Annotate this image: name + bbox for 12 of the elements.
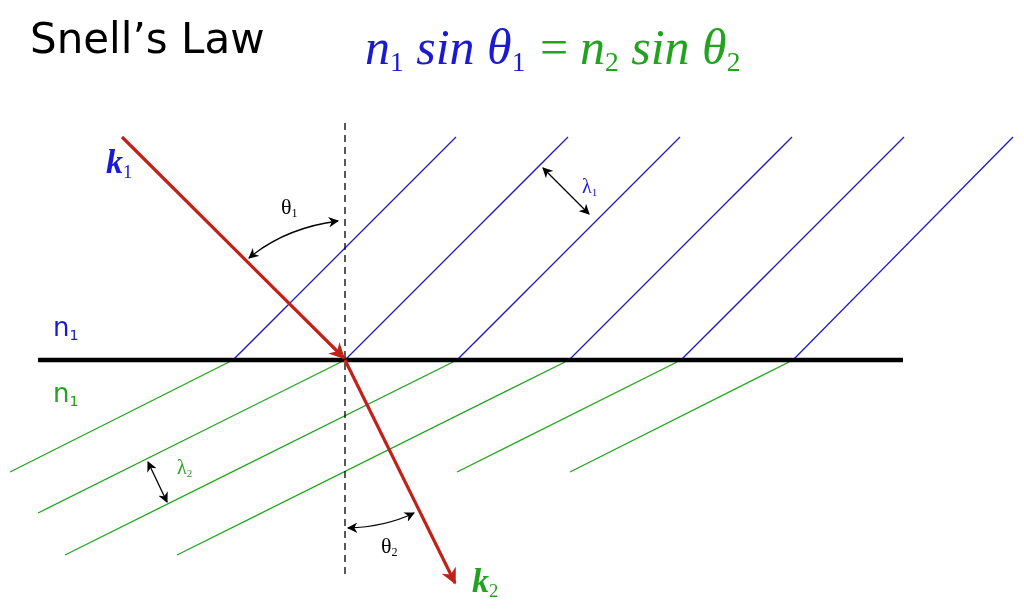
angle-label: θ$_{2}$ [381, 535, 398, 559]
equation-term: n$_{1}$ sin θ$_{1}$ [365, 22, 526, 76]
angle-label: θ$_{1}$ [281, 196, 298, 220]
title: Snell’s Law [30, 14, 265, 63]
equation-term: n$_{2}$ sin θ$_{2}$ [580, 22, 741, 76]
wavelength-label: λ$_{2}$ [177, 457, 193, 479]
refractive-index-label: n$_{1}$ [53, 314, 79, 342]
wave-vector-label: k$_{1}$ [106, 145, 133, 182]
wavelength-label: λ$_{1}$ [582, 176, 598, 198]
refractive-index-label: n$_{1}$ [53, 380, 79, 408]
equals-sign: = [540, 22, 569, 72]
wave-vector-label: k$_{2}$ [472, 564, 499, 601]
